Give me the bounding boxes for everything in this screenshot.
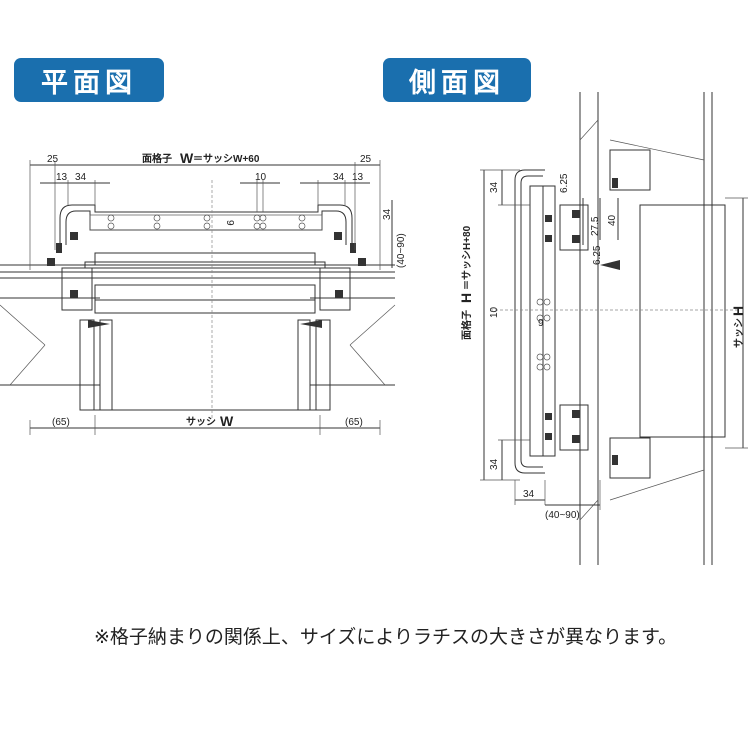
plan-dim-25-left: 25: [47, 154, 59, 165]
side-dim-6-25-top: 6.25: [559, 173, 570, 193]
plan-dim-65-right: (65): [345, 417, 363, 428]
footnote: ※格子納まりの関係上、サイズによりラチスの大きさが異なります。: [94, 626, 678, 648]
plan-grille-rods: [107, 214, 306, 230]
side-dim-34-top: 34: [489, 181, 500, 193]
plan-dim-25-right: 25: [360, 154, 372, 165]
side-sash-height-var: H: [730, 306, 746, 316]
side-grille-rods: [536, 298, 551, 371]
side-sash-height-prefix: サッシ: [733, 318, 745, 348]
side-overall-height-suffix: ＝サッシH+80: [461, 225, 473, 290]
side-dim-34-horizontal: 34: [523, 489, 535, 500]
plan-sash-width-var: W: [220, 413, 234, 429]
side-overall-height-var: H: [458, 293, 474, 303]
plan-dim-range: (40~90): [396, 233, 407, 268]
side-dim-10: 10: [489, 306, 500, 318]
side-dim-27-5: 27.5: [590, 216, 601, 236]
side-view-diagram: 面格子 H ＝サッシH+80 34 6.25 27.5 40 6.25 10 9…: [458, 92, 748, 565]
plan-overall-width-var: W: [180, 150, 194, 166]
plan-dim-65-left: (65): [52, 417, 70, 428]
plan-dim-34-left: 34: [75, 172, 87, 183]
plan-sash-width-prefix: サッシ: [186, 416, 216, 428]
plan-view-badge: 平面図: [14, 58, 164, 102]
plan-dim-13-right: 13: [352, 172, 364, 183]
side-dim-34-bottom: 34: [489, 458, 500, 470]
plan-dim-13-left: 13: [56, 172, 68, 183]
plan-dim-34-right: 34: [333, 172, 345, 183]
plan-view-diagram: 面格子 W ＝サッシW+60 25 25 13 34 10 34 13 9 34…: [0, 150, 407, 435]
plan-dim-9: 9: [224, 220, 235, 226]
side-overall-height-prefix: 面格子: [460, 310, 473, 340]
side-dim-6-25-mid: 6.25: [592, 245, 603, 265]
side-dim-40: 40: [607, 214, 618, 226]
plan-dim-34-vertical: 34: [382, 208, 393, 220]
plan-overall-width-suffix: ＝サッシW+60: [193, 153, 260, 165]
plan-overall-width-prefix: 面格子: [142, 152, 172, 165]
side-view-badge: 側面図: [383, 58, 531, 102]
plan-dim-10: 10: [255, 172, 267, 183]
side-dim-range: (40~90): [545, 510, 580, 521]
side-dim-9: 9: [538, 318, 544, 329]
